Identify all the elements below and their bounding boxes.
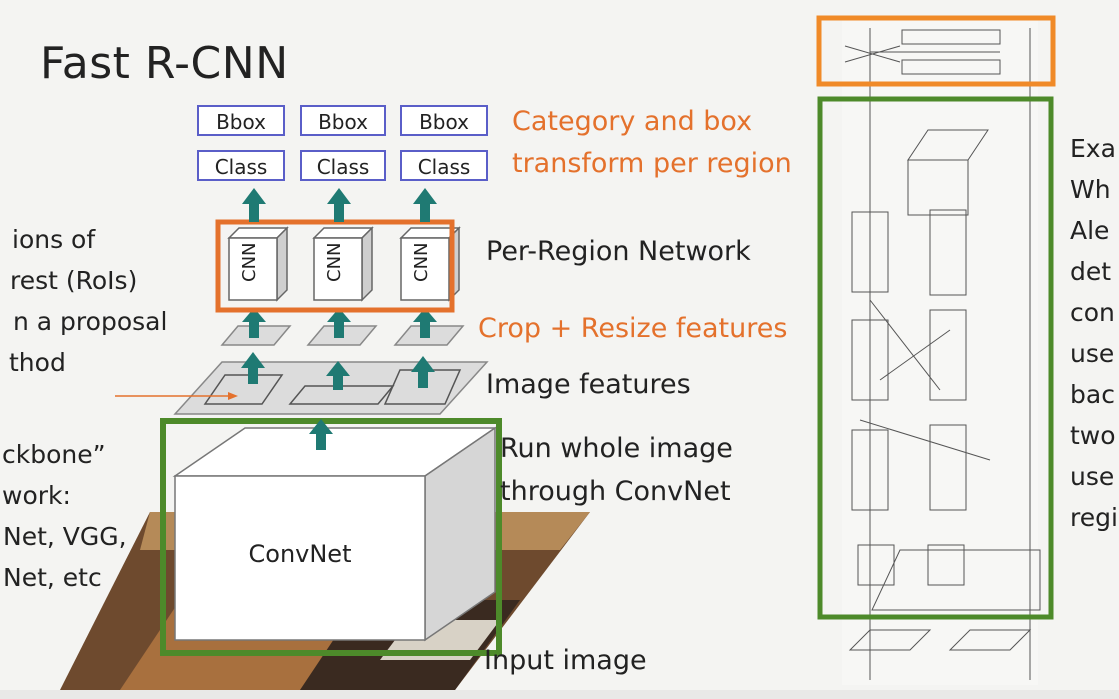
bbox-box-3: Bbox bbox=[400, 105, 488, 136]
right-line-3: Ale bbox=[1070, 216, 1110, 245]
cnn-label-1: CNN bbox=[239, 242, 260, 283]
right-line-7: bac bbox=[1070, 380, 1115, 409]
right-line-2: Wh bbox=[1070, 175, 1111, 204]
cnn-label-2: CNN bbox=[324, 242, 345, 283]
input-image-label: Input image bbox=[484, 645, 647, 676]
slide-title: Fast R-CNN bbox=[40, 38, 289, 89]
right-line-4: det bbox=[1070, 257, 1112, 286]
convnet-label: ConvNet bbox=[248, 540, 352, 568]
category-label-line1: Category and box bbox=[512, 106, 753, 137]
right-line-10: regi bbox=[1070, 503, 1118, 532]
right-line-8: two bbox=[1070, 421, 1116, 450]
backbone-line-2: work: bbox=[2, 481, 71, 510]
run-whole-label-line2: through ConvNet bbox=[500, 476, 731, 507]
image-features-label: Image features bbox=[486, 369, 691, 400]
class-box-2: Class bbox=[300, 150, 386, 181]
class-box-1: Class bbox=[197, 150, 285, 181]
backbone-line-3: Net, VGG, bbox=[3, 522, 127, 551]
right-text-column: Exa Wh Ale det con use bac two use regi bbox=[1070, 128, 1119, 538]
convnet-box-front bbox=[174, 475, 426, 641]
per-region-label: Per-Region Network bbox=[486, 236, 751, 267]
backbone-line-4: Net, etc bbox=[3, 563, 102, 592]
left-text-backbone: ckbone” work: Net, VGG, Net, etc bbox=[0, 434, 127, 598]
conv-layers-highlight bbox=[817, 96, 1054, 620]
bbox-box-2: Bbox bbox=[300, 105, 386, 136]
right-line-1: Exa bbox=[1070, 134, 1116, 163]
rois-line-4: thod bbox=[9, 348, 66, 377]
backbone-line-1: ckbone” bbox=[2, 440, 106, 469]
left-text-rois: ions of rest (RoIs) n a proposal thod bbox=[0, 219, 167, 383]
category-label-line2: transform per region bbox=[512, 148, 792, 179]
class-box-3: Class bbox=[400, 150, 488, 181]
alexnet-figure bbox=[842, 20, 1041, 685]
run-whole-label-line1: Run whole image bbox=[500, 433, 733, 464]
bbox-box-1: Bbox bbox=[197, 105, 285, 136]
right-line-6: use bbox=[1070, 339, 1115, 368]
right-line-5: con bbox=[1070, 298, 1115, 327]
crop-label: Crop + Resize features bbox=[478, 313, 788, 344]
right-line-9: use bbox=[1070, 462, 1115, 491]
rois-line-1: ions of bbox=[12, 225, 96, 254]
fc-layers-highlight bbox=[816, 15, 1056, 87]
rois-line-2: rest (RoIs) bbox=[10, 266, 138, 295]
rois-line-3: n a proposal bbox=[13, 307, 168, 336]
backbone-highlight bbox=[160, 418, 502, 656]
cnn-label-3: CNN bbox=[411, 242, 432, 283]
